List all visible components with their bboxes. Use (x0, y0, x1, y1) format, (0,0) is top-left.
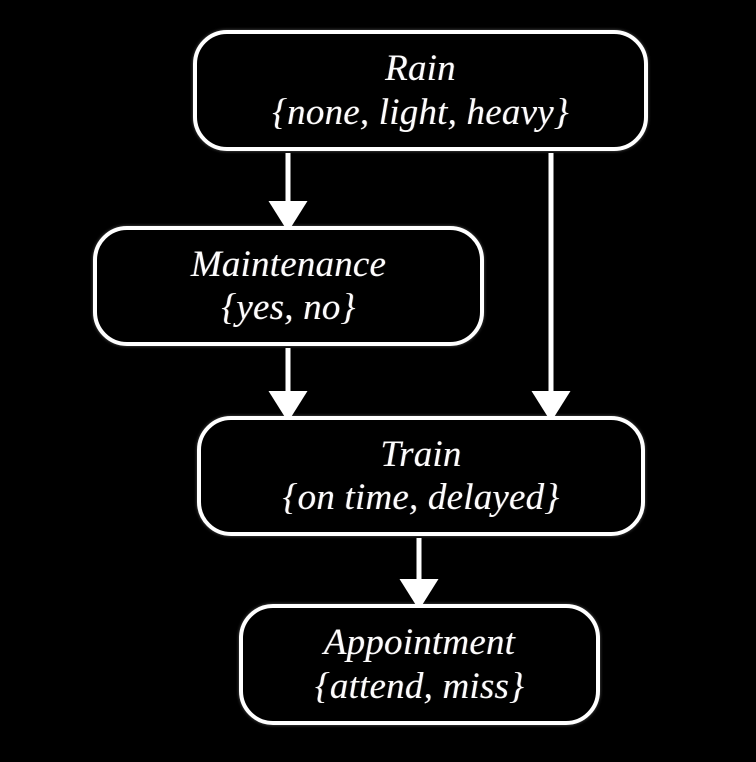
node-train-title: Train (380, 433, 462, 475)
node-train-states: {on time, delayed} (282, 477, 560, 518)
node-train[interactable]: Train {on time, delayed} (197, 416, 645, 536)
node-rain[interactable]: Rain {none, light, heavy} (193, 30, 648, 151)
node-maintenance[interactable]: Maintenance {yes, no} (93, 226, 484, 346)
node-appointment-title: Appointment (323, 622, 516, 664)
node-rain-title: Rain (385, 48, 456, 90)
node-maintenance-title: Maintenance (190, 243, 387, 285)
node-appointment[interactable]: Appointment {attend, miss} (239, 604, 600, 725)
node-rain-states: {none, light, heavy} (272, 91, 569, 133)
node-maintenance-states: {yes, no} (221, 287, 356, 328)
node-appointment-states: {attend, miss} (314, 665, 525, 707)
